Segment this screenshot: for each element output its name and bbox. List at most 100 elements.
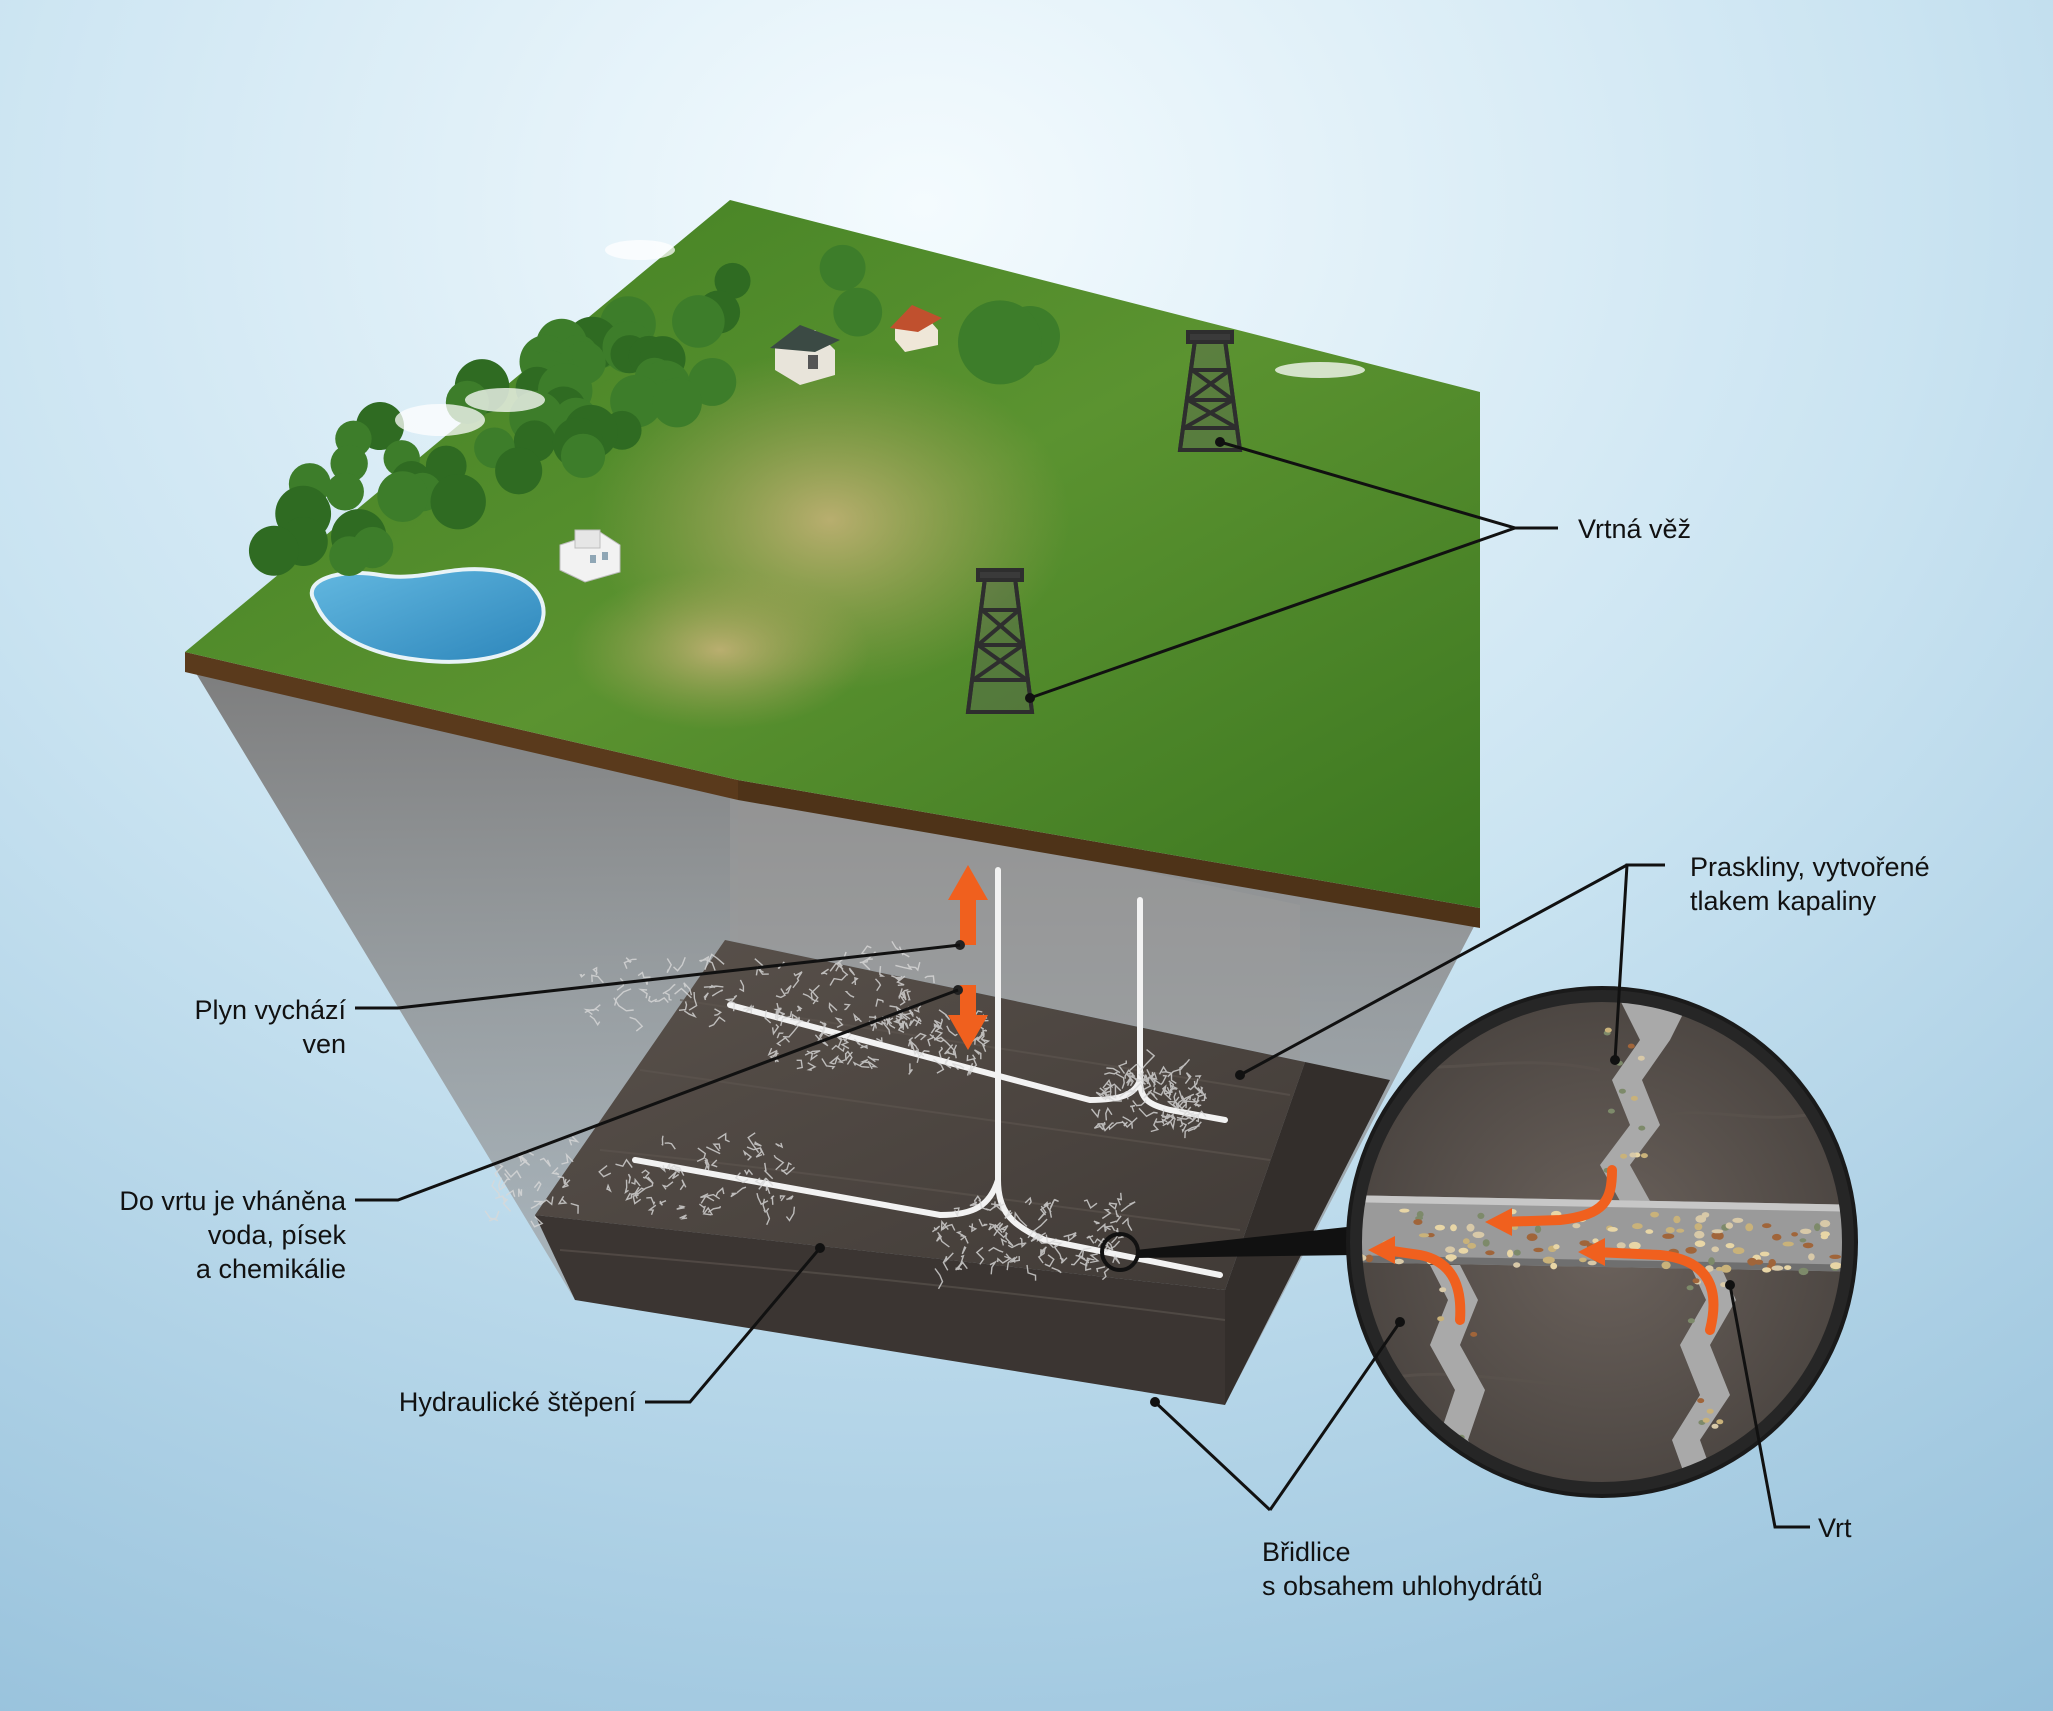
fracture-line (1184, 1072, 1192, 1085)
fracture-line (1019, 1237, 1026, 1248)
fracture-line (615, 1158, 633, 1169)
fracture-line (1059, 1257, 1068, 1264)
sand-grain (1533, 1247, 1544, 1253)
fracture-line (908, 1036, 919, 1050)
sand-grain (1798, 1267, 1809, 1276)
fracture-line (1138, 1107, 1158, 1118)
fracture-line (661, 1181, 674, 1190)
fracture-line (814, 1034, 829, 1047)
sand-grain (1715, 1266, 1723, 1271)
fracture-line (678, 1001, 688, 1011)
fracture-line (1126, 1090, 1137, 1100)
fracture-line (953, 1207, 960, 1218)
sand-grain (1477, 1212, 1485, 1219)
fracture-line (1045, 1234, 1057, 1245)
fracture-line (859, 1058, 870, 1066)
fracture-line (1168, 1096, 1180, 1109)
fracture-line (637, 1182, 654, 1195)
fracture-line (1044, 1254, 1055, 1268)
fracture-line (1197, 1086, 1204, 1094)
oil-derrick-icon (1177, 330, 1243, 452)
fracture-line (804, 1050, 821, 1056)
fracture-line (1037, 1205, 1047, 1221)
fracture-line (1119, 1088, 1135, 1098)
fracture-line (638, 988, 648, 999)
fracture-line (1115, 1073, 1125, 1089)
label-fracking: Hydraulické štěpení (398, 1387, 636, 1417)
fracture-line (1143, 1089, 1153, 1099)
fracture-line (1179, 1058, 1191, 1075)
fracture-line (1030, 1232, 1047, 1243)
fracture-line (1036, 1237, 1055, 1249)
sand-grain (1650, 1211, 1659, 1218)
fracture-line (591, 974, 604, 984)
fracture-line (796, 1059, 803, 1070)
sand-grain (1814, 1223, 1821, 1232)
sand-grain (1661, 1261, 1671, 1270)
fracture-line (946, 1025, 958, 1037)
fracture-line (1039, 1204, 1052, 1216)
sand-grain (1513, 1249, 1521, 1256)
fracture-line (754, 1141, 762, 1147)
fracture-line (1125, 1072, 1134, 1087)
sand-grain (1711, 1423, 1719, 1429)
fracture-line (1164, 1070, 1177, 1084)
fracture-line (1089, 1253, 1100, 1264)
fracture-line (989, 1222, 1002, 1230)
fracture-line (831, 1044, 845, 1053)
fracture-line (1026, 1264, 1037, 1281)
label-well: Vrt (1818, 1513, 1852, 1543)
tree-icon (672, 295, 725, 348)
fracture-line (994, 1201, 1005, 1207)
fracture-line (673, 1165, 685, 1176)
sand-grain (1450, 1224, 1457, 1232)
fracture-line (1093, 1123, 1106, 1129)
fracture-line (715, 1186, 725, 1197)
fracture-line (886, 1017, 894, 1026)
sand-grain (1466, 1223, 1475, 1232)
fracture-line (897, 1020, 905, 1030)
fracture-line (700, 1193, 721, 1204)
sand-grain (1513, 1262, 1521, 1268)
fracture-line (930, 1023, 942, 1034)
fracture-line (1004, 1209, 1013, 1219)
fracture-line (671, 1167, 681, 1174)
arrow-icon (948, 865, 988, 945)
fracture-line (947, 1044, 958, 1056)
fracture-line (914, 1032, 927, 1041)
sand-grain (1685, 1246, 1697, 1254)
sand-grain (1686, 1285, 1694, 1291)
sand-grain (1640, 1153, 1648, 1159)
fracture-line (907, 1006, 914, 1018)
fracture-line (627, 1173, 631, 1184)
fracture-line (631, 1177, 641, 1187)
fracture-line (743, 1168, 754, 1176)
sand-grain (1607, 1227, 1618, 1232)
sand-grain (1587, 1260, 1597, 1266)
fracture-line (931, 1225, 941, 1233)
sand-grain (1482, 1239, 1490, 1247)
fracture-line (1106, 1067, 1121, 1074)
fracture-line (673, 956, 686, 972)
fracture-line (1085, 1258, 1092, 1272)
sand-grain (1665, 1227, 1675, 1234)
fracture-line (1009, 1255, 1021, 1263)
sand-grain (1708, 1257, 1715, 1266)
fracture-line (1161, 1118, 1168, 1126)
fracture-line (1120, 1201, 1136, 1212)
fracture-line (598, 1165, 612, 1178)
fracture-line (1109, 1086, 1117, 1099)
oil-derrick-icon (965, 568, 1035, 714)
sand-grain (1399, 1208, 1410, 1213)
fracture-line (762, 1198, 767, 1213)
fracture-line (821, 1058, 836, 1070)
sand-grain (1676, 1228, 1685, 1233)
label-gas-out: Plyn vychází ven (194, 995, 346, 1059)
fracture-line (810, 984, 820, 1001)
fracture-line (1162, 1119, 1176, 1131)
label-cracks: Praskliny, vytvořené tlakem kapaliny (1690, 852, 1930, 916)
fracture-line (974, 1034, 984, 1045)
tree-icon (819, 244, 866, 291)
fracture-line (774, 1007, 782, 1020)
shale-layer-top (535, 940, 1305, 1290)
